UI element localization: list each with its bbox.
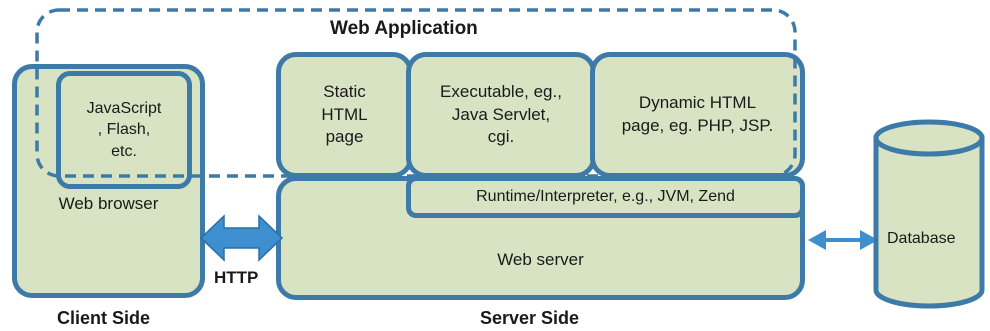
web-server-label: Web server <box>497 250 584 269</box>
http-label: HTTP <box>214 268 259 287</box>
static-html-box: Static HTML page <box>276 52 413 178</box>
static-html-label: Static HTML page <box>321 81 368 147</box>
client-side-label: Client Side <box>57 308 151 328</box>
database-arrow <box>808 230 878 250</box>
server-side-label: Server Side <box>480 308 580 328</box>
executable-box: Executable, eg., Java Servlet, cgi. <box>406 52 596 178</box>
dynamic-html-box: Dynamic HTML page, eg. PHP, JSP. <box>590 52 805 178</box>
client-plugin-label: JavaScript , Flash, etc. <box>86 99 162 160</box>
web-browser-label: Web browser <box>58 194 159 213</box>
client-plugin-box: JavaScript , Flash, etc. <box>56 71 192 189</box>
executable-label: Executable, eg., Java Servlet, cgi. <box>440 81 562 147</box>
database-label: Database <box>887 230 956 247</box>
http-arrow <box>199 214 284 262</box>
web-application-boundary <box>35 8 797 178</box>
runtime-label: Runtime/Interpreter, e.g., JVM, Zend <box>476 188 735 206</box>
web-application-title: Web Application <box>330 18 478 39</box>
database-cylinder-icon <box>873 119 985 309</box>
dynamic-html-label: Dynamic HTML page, eg. PHP, JSP. <box>621 93 774 135</box>
runtime-box: Runtime/Interpreter, e.g., JVM, Zend <box>406 176 805 218</box>
